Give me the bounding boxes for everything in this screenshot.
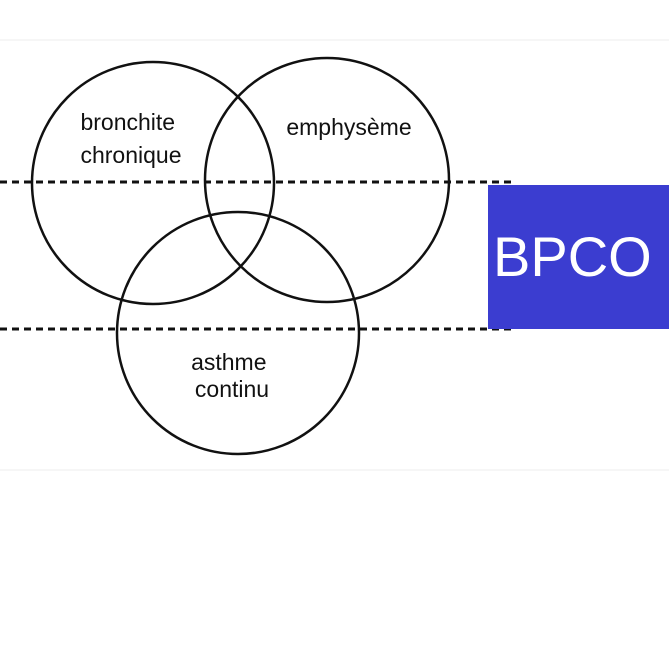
label-bronchite-chronique: bronchite chronique [80, 109, 181, 168]
label-asthme-continu: asthme continu [191, 349, 273, 402]
circle-emphyseme [203, 56, 451, 304]
label-line: chronique [80, 142, 181, 168]
label-line: bronchite [80, 109, 175, 135]
bpco-box-label: BPCO [493, 225, 652, 288]
circle-asthme-continu [115, 210, 361, 456]
label-line: continu [195, 376, 269, 402]
label-line: asthme [191, 349, 266, 375]
circle-bronchite-chronique [30, 60, 276, 306]
label-line: emphysème [286, 114, 411, 140]
bpco-box: BPCO [488, 185, 669, 329]
bpco-box-background [488, 185, 669, 329]
label-emphyseme: emphysème [286, 114, 411, 140]
